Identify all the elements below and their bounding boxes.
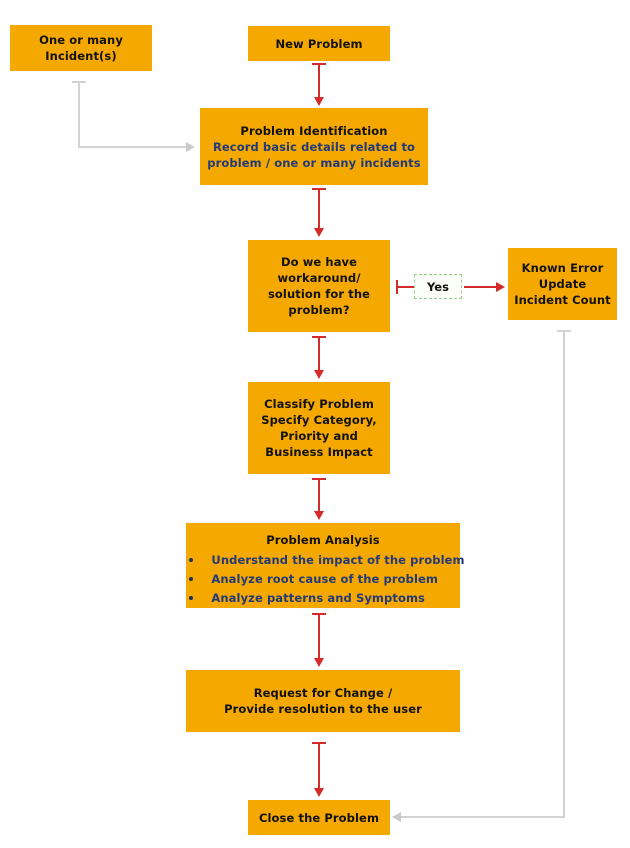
edge-yes-to-known-error	[464, 286, 498, 288]
node-classify-problem[interactable]: Classify Problem Specify Category, Prior…	[248, 382, 390, 474]
node-label-line: Classify Problem	[264, 397, 374, 411]
bullet-text: Understand the impact of the problem	[211, 553, 465, 567]
edge-known-error-to-close	[400, 816, 565, 818]
edge-label-yes[interactable]: Yes	[414, 274, 462, 299]
node-label-line: Do we have	[280, 255, 358, 269]
node-label-line: Incident(s)	[45, 49, 117, 63]
list-item: Analyze patterns and Symptoms	[181, 589, 464, 608]
node-one-or-many-incidents[interactable]: One or many Incident(s)	[10, 25, 152, 71]
bullet-dot-icon	[189, 558, 194, 562]
arrow-down-icon	[314, 511, 324, 520]
arrow-down-icon	[314, 658, 324, 667]
list-item: Analyze root cause of the problem	[181, 570, 464, 589]
arrow-down-icon	[314, 788, 324, 797]
node-label-line: One or many	[39, 33, 123, 47]
bullet-dot-icon	[189, 577, 194, 581]
node-title: Problem Identification	[240, 123, 388, 138]
node-label-line: solution for the	[267, 287, 371, 301]
arrow-down-icon	[314, 370, 324, 379]
node-label-line: Priority and	[280, 429, 358, 443]
edge-request-change-to-close	[318, 742, 320, 790]
edge-known-error-down	[563, 330, 565, 817]
node-label-line: problem?	[288, 303, 350, 317]
node-decision-workaround[interactable]: Do we have workaround/ solution for the …	[248, 240, 390, 332]
edge-incidents-down	[78, 81, 80, 147]
node-label-line: Known Error	[521, 261, 604, 275]
arrow-right-icon	[496, 282, 505, 292]
edge-new-problem-to-identification	[318, 63, 320, 99]
bullet-dot-icon	[189, 596, 194, 600]
node-label-line: workaround/	[277, 271, 361, 285]
analysis-bullet-list: Understand the impact of the problem Ana…	[181, 551, 465, 608]
node-problem-analysis[interactable]: Problem Analysis Understand the impact o…	[186, 523, 465, 608]
node-title: Problem Analysis	[266, 533, 380, 547]
edge-classify-to-analysis	[318, 478, 320, 515]
node-label-line: Provide resolution to the user	[224, 702, 422, 716]
edge-decision-to-yes	[396, 286, 414, 288]
node-new-problem[interactable]: New Problem	[248, 26, 390, 61]
node-label-line: Request for Change /	[253, 686, 393, 700]
node-label-line: Specify Category,	[261, 413, 377, 427]
list-item: Understand the impact of the problem	[181, 551, 465, 570]
node-close-the-problem[interactable]: Close the Problem	[248, 800, 390, 835]
yes-label-text: Yes	[427, 279, 449, 294]
bullet-text: Analyze patterns and Symptoms	[211, 591, 425, 605]
bullet-text: Analyze root cause of the problem	[211, 572, 439, 586]
node-label-line: Incident Count	[514, 293, 611, 307]
edge-identification-to-decision	[318, 188, 320, 230]
edge-decision-to-classify	[318, 336, 320, 374]
node-label-line: Close the Problem	[258, 810, 380, 825]
edge-incidents-to-identification	[78, 146, 188, 148]
edge-analysis-to-request-change	[318, 613, 320, 662]
node-request-for-change[interactable]: Request for Change / Provide resolution …	[186, 670, 460, 732]
node-label-line: New Problem	[275, 36, 363, 51]
node-label-line: Update	[538, 277, 587, 291]
arrow-left-icon	[392, 812, 401, 822]
arrow-down-icon	[314, 228, 324, 237]
node-problem-identification[interactable]: Problem Identification Record basic deta…	[200, 108, 428, 185]
node-subtext-line: problem / one or many incidents	[207, 155, 421, 170]
node-subtext-line: Record basic details related to	[212, 139, 416, 154]
arrow-down-icon	[314, 97, 324, 106]
arrow-right-icon	[186, 142, 195, 152]
node-known-error[interactable]: Known Error Update Incident Count	[508, 248, 617, 320]
node-label-line: Business Impact	[265, 445, 373, 459]
